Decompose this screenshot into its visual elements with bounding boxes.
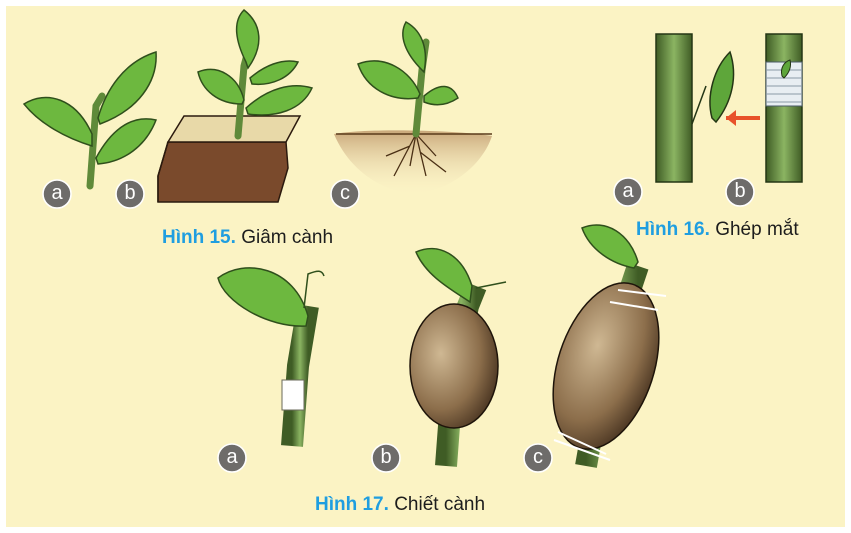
label-16a: a	[614, 178, 642, 206]
caption-15-title: Giâm cành	[241, 227, 333, 248]
caption-17-number: Hình 17.	[315, 494, 389, 515]
figure-17-illustration	[218, 225, 678, 466]
label-16b: b	[726, 178, 754, 206]
label-17c: c	[524, 444, 552, 472]
svg-text:a: a	[226, 446, 238, 468]
cutting-a	[24, 52, 156, 186]
caption-figure-16: Hình 16. Ghép mắt	[636, 219, 799, 241]
caption-16-title: Ghép mắt	[715, 219, 798, 240]
graft-a	[656, 34, 760, 182]
figure-15-illustration	[24, 10, 492, 202]
illustration-panel: a b c a b a b c Hình 15. Giâm cành Hình …	[6, 6, 845, 527]
layering-b	[410, 249, 506, 466]
svg-text:a: a	[622, 180, 634, 202]
caption-16-number: Hình 16.	[636, 219, 710, 240]
label-15c: c	[331, 180, 359, 208]
label-15b: b	[116, 180, 144, 208]
layering-a	[218, 268, 324, 446]
caption-figure-15: Hình 15. Giâm cành	[162, 227, 333, 249]
figure-16-illustration	[656, 34, 802, 182]
svg-text:b: b	[380, 446, 391, 468]
graft-b	[766, 34, 802, 182]
caption-figure-17: Hình 17. Chiết cành	[315, 494, 485, 516]
caption-15-number: Hình 15.	[162, 227, 236, 248]
propagation-illustration: a b c a b a b c	[6, 6, 845, 527]
caption-17-title: Chiết cành	[394, 494, 485, 515]
label-15a: a	[43, 180, 71, 208]
label-17b: b	[372, 444, 400, 472]
svg-text:b: b	[734, 180, 745, 202]
cutting-b	[158, 10, 312, 202]
label-17a: a	[218, 444, 246, 472]
svg-text:c: c	[533, 446, 543, 468]
layering-c	[534, 225, 678, 466]
svg-text:a: a	[51, 182, 63, 204]
svg-text:c: c	[340, 182, 350, 204]
cutting-c	[334, 22, 492, 194]
svg-text:b: b	[124, 182, 135, 204]
